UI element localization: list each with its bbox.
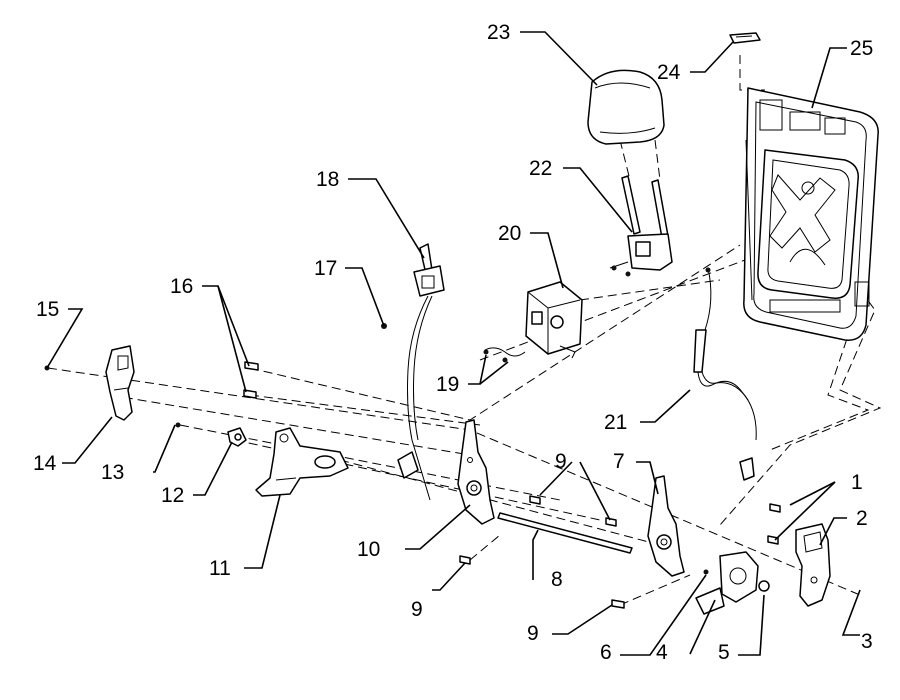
callout-19: 19 — [436, 373, 459, 396]
callout-9-left: 9 — [411, 598, 423, 621]
lumbar-motor-box — [525, 281, 583, 359]
callout-11: 11 — [209, 557, 231, 580]
callout-9-bottom: 9 — [527, 622, 539, 645]
recliner-plate-right — [647, 475, 685, 577]
callout-18: 18 — [316, 168, 339, 191]
callout-23: 23 — [487, 21, 510, 44]
recliner-bracket-left — [255, 427, 349, 497]
callout-22: 22 — [529, 157, 552, 180]
callout-2: 2 — [856, 507, 868, 530]
left-side-bracket — [105, 345, 135, 421]
leader-lines — [46, 31, 861, 656]
seat-belt-buckle — [381, 243, 445, 501]
callout-17: 17 — [314, 257, 337, 280]
callout-15: 15 — [36, 298, 59, 321]
right-side-bracket — [795, 523, 831, 607]
callout-16: 16 — [170, 275, 193, 298]
callout-25: 25 — [850, 37, 873, 60]
headrest-guide — [609, 175, 673, 277]
callout-8: 8 — [551, 568, 563, 591]
callout-10: 10 — [357, 538, 380, 561]
callout-1: 1 — [851, 471, 863, 494]
callout-labels: 1 2 3 4 5 6 7 8 9 9 9 10 11 12 13 14 15 … — [33, 21, 873, 664]
callout-24: 24 — [657, 61, 681, 84]
cross-rod — [497, 512, 633, 554]
headrest — [587, 69, 665, 145]
clip-part — [729, 32, 761, 44]
callout-9-top: 9 — [555, 450, 567, 473]
callout-13: 13 — [101, 461, 124, 484]
callout-3: 3 — [861, 630, 873, 653]
cable-harness — [693, 267, 757, 481]
callout-12: 12 — [161, 484, 184, 507]
fasteners — [44, 361, 781, 609]
callout-4: 4 — [656, 641, 668, 664]
callout-6: 6 — [600, 641, 612, 664]
callout-7: 7 — [613, 450, 625, 473]
callout-20: 20 — [498, 222, 521, 245]
small-latch — [227, 427, 247, 447]
seat-back-frame — [743, 87, 879, 341]
callout-14: 14 — [33, 452, 57, 475]
callout-21: 21 — [604, 411, 627, 434]
recliner-plate-left — [457, 419, 495, 525]
harness-connector — [483, 347, 526, 363]
callout-5: 5 — [718, 641, 730, 664]
recliner-mechanism-right — [695, 551, 759, 615]
